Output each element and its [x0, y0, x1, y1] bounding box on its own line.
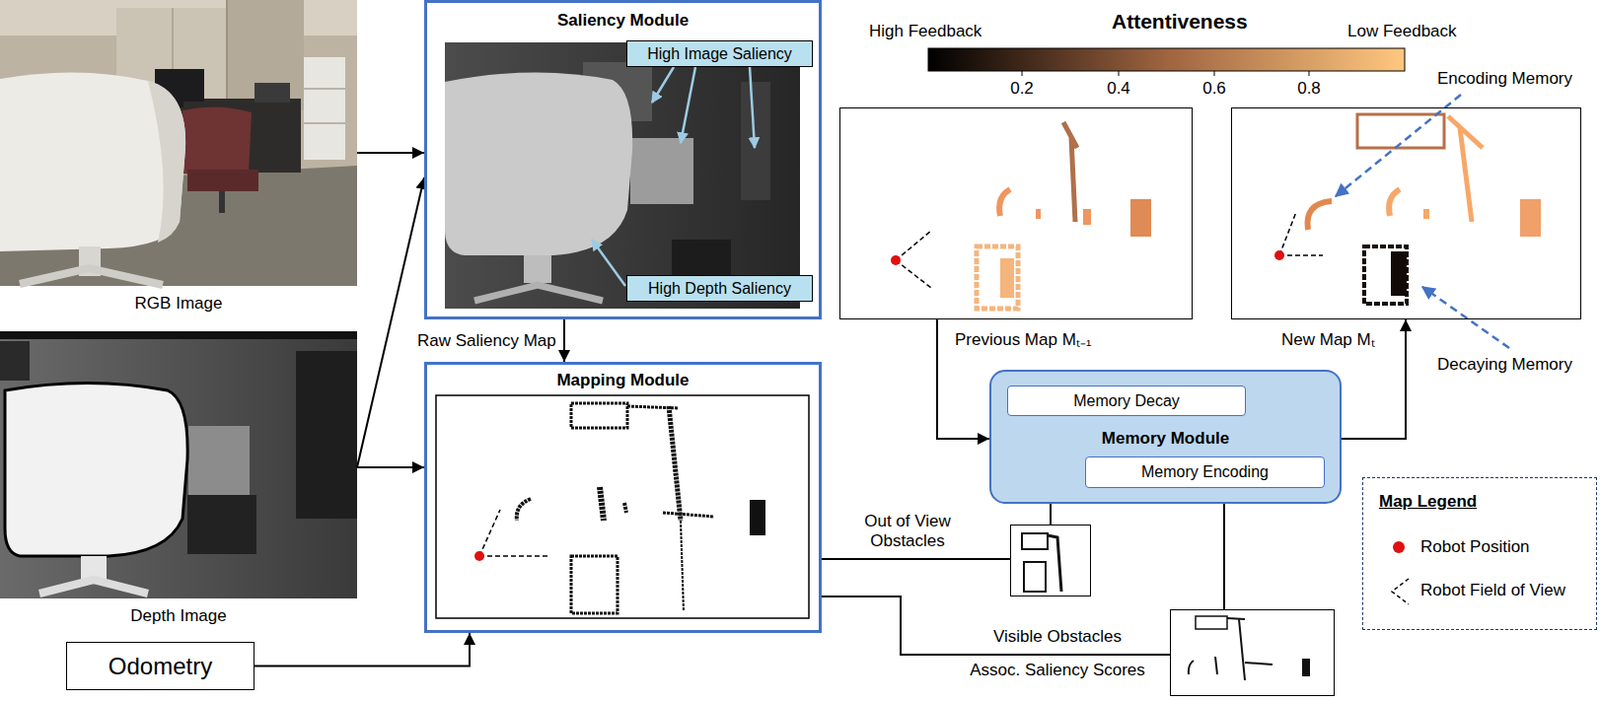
edge-label: Raw Saliency Map	[415, 331, 559, 352]
module-box: Memory Module Memory DecayMemory Encoding	[989, 369, 1342, 505]
connector	[357, 177, 425, 468]
tick-label: 0.8	[1289, 78, 1329, 99]
node-text: Assoc. Saliency Scores	[963, 660, 1152, 681]
connector	[821, 558, 1011, 561]
node-text: Memory Module	[991, 429, 1340, 449]
connector	[357, 466, 425, 469]
image-panel: RGB Image	[0, 0, 358, 287]
node-text: Depth Image	[0, 606, 358, 627]
callout-box: High Image Saliency	[626, 40, 813, 68]
connector	[1223, 488, 1226, 610]
depth-image	[0, 331, 358, 599]
node-text: Memory Encoding	[1141, 463, 1269, 482]
connector	[254, 633, 470, 667]
map-panel: Previous Map Mₜ₋₁	[839, 107, 1193, 320]
process-box: Memory Encoding	[1085, 456, 1325, 489]
node-text: Out of View Obstacles	[853, 511, 962, 552]
occupancy-map	[436, 395, 809, 619]
node-text: Visible Obstacles	[963, 627, 1152, 648]
colorbar-title: Attentiveness	[1111, 9, 1248, 34]
module-box: Saliency ModuleHigh Image SaliencyHigh D…	[424, 0, 822, 320]
tick-label: 0.6	[1194, 78, 1235, 99]
fov-symbol	[1386, 577, 1413, 607]
rgb-photo	[0, 0, 358, 287]
callout-label: Decaying Memory	[1437, 355, 1573, 375]
node-text: New Map Mₜ	[1281, 327, 1376, 351]
process-box: Memory Decay	[1007, 385, 1246, 417]
legend-text: Robot Position	[1420, 537, 1530, 558]
node-text: Odometry	[108, 653, 213, 681]
module-box: Mapping Module	[424, 362, 822, 634]
legend-box: Map LegendRobot PositionRobot Field of V…	[1362, 477, 1598, 631]
saliency-leader-lines	[591, 67, 755, 287]
node-text: Saliency Module	[427, 10, 819, 31]
colorbar	[928, 48, 1405, 76]
input-box: Odometry	[66, 642, 255, 691]
connector	[563, 319, 566, 363]
map-panel: New Map Mₜ	[1231, 107, 1582, 320]
colorbar-label: Low Feedback	[1347, 21, 1457, 42]
obstacle-panel: Visible ObstaclesAssoc. Saliency Scores	[1169, 609, 1335, 697]
node-text: Previous Map Mₜ₋₁	[954, 327, 1092, 351]
previous-map	[839, 107, 1193, 320]
colorbar-label: High Feedback	[869, 21, 982, 42]
node-text: Memory Decay	[1073, 392, 1180, 411]
legend-text: Robot Field of View	[1420, 581, 1566, 601]
connector	[357, 151, 425, 154]
callout-label: Encoding Memory	[1437, 69, 1573, 89]
node-text: Mapping Module	[427, 370, 819, 391]
node-text: High Image Saliency	[647, 45, 793, 64]
saliency-image	[444, 42, 800, 309]
node-text: RGB Image	[0, 293, 358, 314]
callout-arrows	[1335, 94, 1510, 349]
tick-label: 0.4	[1098, 78, 1139, 99]
fov-line	[1391, 579, 1409, 605]
legend-swatch	[1392, 541, 1405, 554]
callout-box: High Depth Saliency	[626, 275, 813, 302]
image-panel: Depth Image	[0, 331, 358, 599]
node-text: Map Legend	[1379, 492, 1477, 512]
obstacle-panel: Out of View Obstacles	[1010, 524, 1091, 597]
node-text: High Depth Saliency	[648, 280, 792, 298]
connector	[821, 596, 1170, 655]
tick-label: 0.2	[1002, 78, 1042, 99]
